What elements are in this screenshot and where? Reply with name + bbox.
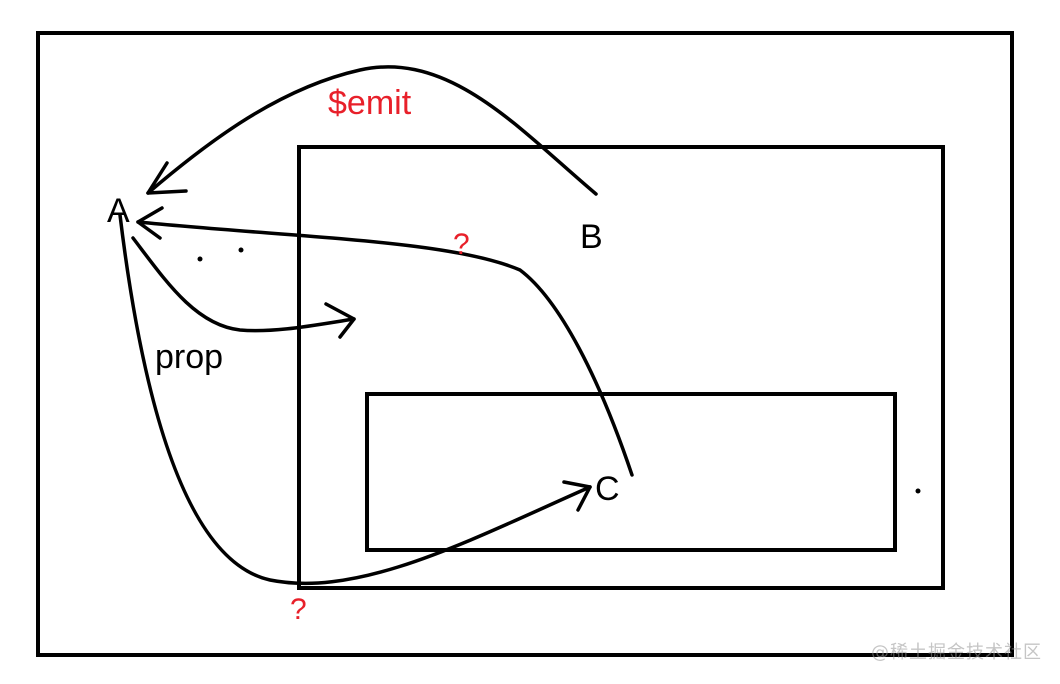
c-to-a-arrow bbox=[136, 220, 634, 477]
stray-dot bbox=[238, 247, 244, 253]
middle-component-box bbox=[297, 145, 945, 590]
inner-component-box bbox=[365, 392, 897, 552]
outer-component-box bbox=[36, 31, 1014, 657]
emit-arrowhead bbox=[146, 161, 188, 195]
question-mark-bottom: ? bbox=[290, 593, 307, 626]
emit-arrow bbox=[146, 65, 598, 196]
stray-dot bbox=[915, 488, 921, 494]
node-c-label: C bbox=[595, 470, 620, 508]
stray-dot bbox=[197, 256, 203, 262]
emit-label: $emit bbox=[328, 84, 412, 122]
node-a-label: A bbox=[107, 192, 130, 230]
c-to-a-arrowhead bbox=[136, 206, 164, 240]
question-mark-top: ? bbox=[453, 228, 470, 261]
a-to-c-arrowhead bbox=[562, 480, 592, 512]
a-to-c-arrow bbox=[118, 213, 592, 586]
watermark: @稀土掘金技术社区 bbox=[871, 642, 1042, 663]
prop-label: prop bbox=[155, 338, 223, 376]
node-b-label: B bbox=[580, 218, 603, 256]
prop-arrow bbox=[131, 236, 356, 333]
prop-arrowhead bbox=[324, 302, 356, 339]
